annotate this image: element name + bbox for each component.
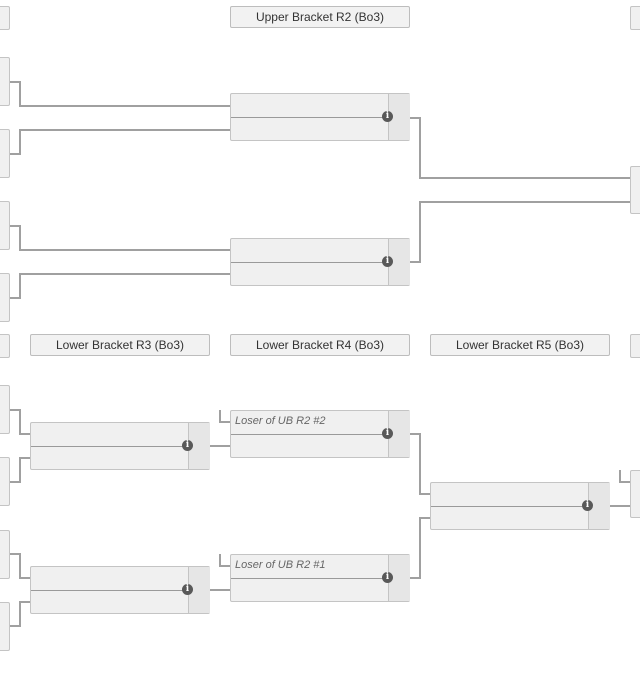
offscreen-match-right-lower bbox=[630, 470, 640, 518]
lb-r3-match-2[interactable]: i bbox=[30, 566, 210, 614]
slot-top bbox=[231, 94, 388, 117]
slot-bottom bbox=[231, 435, 388, 458]
offscreen-match-right-upper bbox=[630, 166, 640, 214]
lb-r4-match-2[interactable]: Loser of UB R2 #1 i bbox=[230, 554, 410, 602]
offscreen-match-left bbox=[0, 602, 10, 651]
offscreen-header-right-lower bbox=[630, 334, 640, 358]
slot-divider bbox=[31, 446, 209, 447]
slot-divider bbox=[231, 117, 409, 118]
offscreen-match-left bbox=[0, 385, 10, 434]
offscreen-match-left bbox=[0, 201, 10, 250]
connector-line bbox=[10, 273, 230, 299]
upper-bracket-r2-header: Upper Bracket R2 (Bo3) bbox=[230, 6, 410, 28]
connector-line bbox=[619, 470, 630, 483]
lower-bracket-r5-header: Lower Bracket R5 (Bo3) bbox=[430, 334, 610, 356]
slot-bottom bbox=[31, 447, 188, 470]
info-icon[interactable]: i bbox=[182, 440, 193, 451]
lb-r3-match-1[interactable]: i bbox=[30, 422, 210, 470]
lower-bracket-r3-header: Lower Bracket R3 (Bo3) bbox=[30, 334, 210, 356]
info-icon[interactable]: i bbox=[582, 500, 593, 511]
connector-line bbox=[219, 410, 230, 423]
lb-r5-match-1[interactable]: i bbox=[430, 482, 610, 530]
info-icon[interactable]: i bbox=[382, 256, 393, 267]
slot-divider bbox=[231, 262, 409, 263]
ub-r2-match-1[interactable]: i bbox=[230, 93, 410, 141]
info-icon[interactable]: i bbox=[382, 428, 393, 439]
slot-top-loser-ub-r2-2: Loser of UB R2 #2 bbox=[235, 415, 326, 427]
info-icon[interactable]: i bbox=[382, 572, 393, 583]
slot-bottom bbox=[31, 591, 188, 614]
connector-line bbox=[10, 409, 30, 435]
offscreen-header-left-upper bbox=[0, 6, 10, 30]
offscreen-header-right-upper bbox=[630, 6, 640, 30]
connector-line bbox=[219, 554, 230, 567]
connector-line bbox=[10, 129, 230, 155]
slot-divider bbox=[431, 506, 609, 507]
slot-top bbox=[231, 239, 388, 262]
connector-line bbox=[10, 81, 230, 107]
slot-top bbox=[31, 423, 188, 446]
slot-top bbox=[431, 483, 588, 506]
connector-line bbox=[10, 553, 30, 579]
slot-divider bbox=[231, 434, 409, 435]
lb-r4-match-1[interactable]: Loser of UB R2 #2 i bbox=[230, 410, 410, 458]
connector-line bbox=[410, 433, 430, 495]
offscreen-match-left bbox=[0, 530, 10, 579]
slot-top-loser-ub-r2-1: Loser of UB R2 #1 bbox=[235, 559, 326, 571]
slot-divider bbox=[31, 590, 209, 591]
connector-line bbox=[410, 117, 630, 179]
connector-line bbox=[10, 225, 230, 251]
info-icon[interactable]: i bbox=[382, 111, 393, 122]
slot-bottom bbox=[231, 263, 388, 286]
slot-bottom bbox=[231, 579, 388, 602]
offscreen-header-left-lower bbox=[0, 334, 10, 358]
slot-bottom bbox=[431, 507, 588, 530]
connector-line bbox=[10, 457, 30, 483]
offscreen-match-left bbox=[0, 129, 10, 178]
lower-bracket-r4-header: Lower Bracket R4 (Bo3) bbox=[230, 334, 410, 356]
ub-r2-match-2[interactable]: i bbox=[230, 238, 410, 286]
slot-top bbox=[31, 567, 188, 590]
connector-line bbox=[410, 517, 430, 579]
offscreen-match-left bbox=[0, 457, 10, 506]
offscreen-match-left bbox=[0, 57, 10, 106]
info-icon[interactable]: i bbox=[182, 584, 193, 595]
slot-divider bbox=[231, 578, 409, 579]
connector-line bbox=[10, 601, 30, 627]
slot-bottom bbox=[231, 118, 388, 141]
offscreen-match-left bbox=[0, 273, 10, 322]
connector-line bbox=[410, 201, 630, 263]
